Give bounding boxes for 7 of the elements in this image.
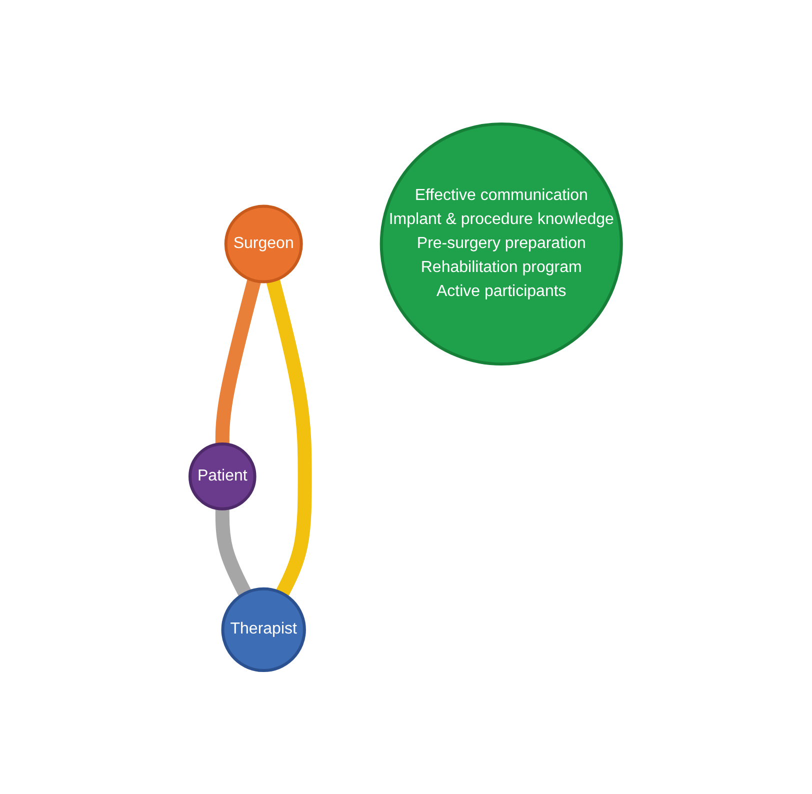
connector [266, 278, 312, 596]
node-circle: Surgeon [224, 204, 304, 283]
node-circle: Therapist [222, 587, 306, 672]
connector [216, 508, 252, 596]
node-circle: Patient [188, 442, 257, 510]
connector [216, 278, 262, 444]
node-circle: Effective communication Implant & procedure knowledge Pre-surgery preparation Rehabilitation program Active participants [380, 122, 624, 366]
